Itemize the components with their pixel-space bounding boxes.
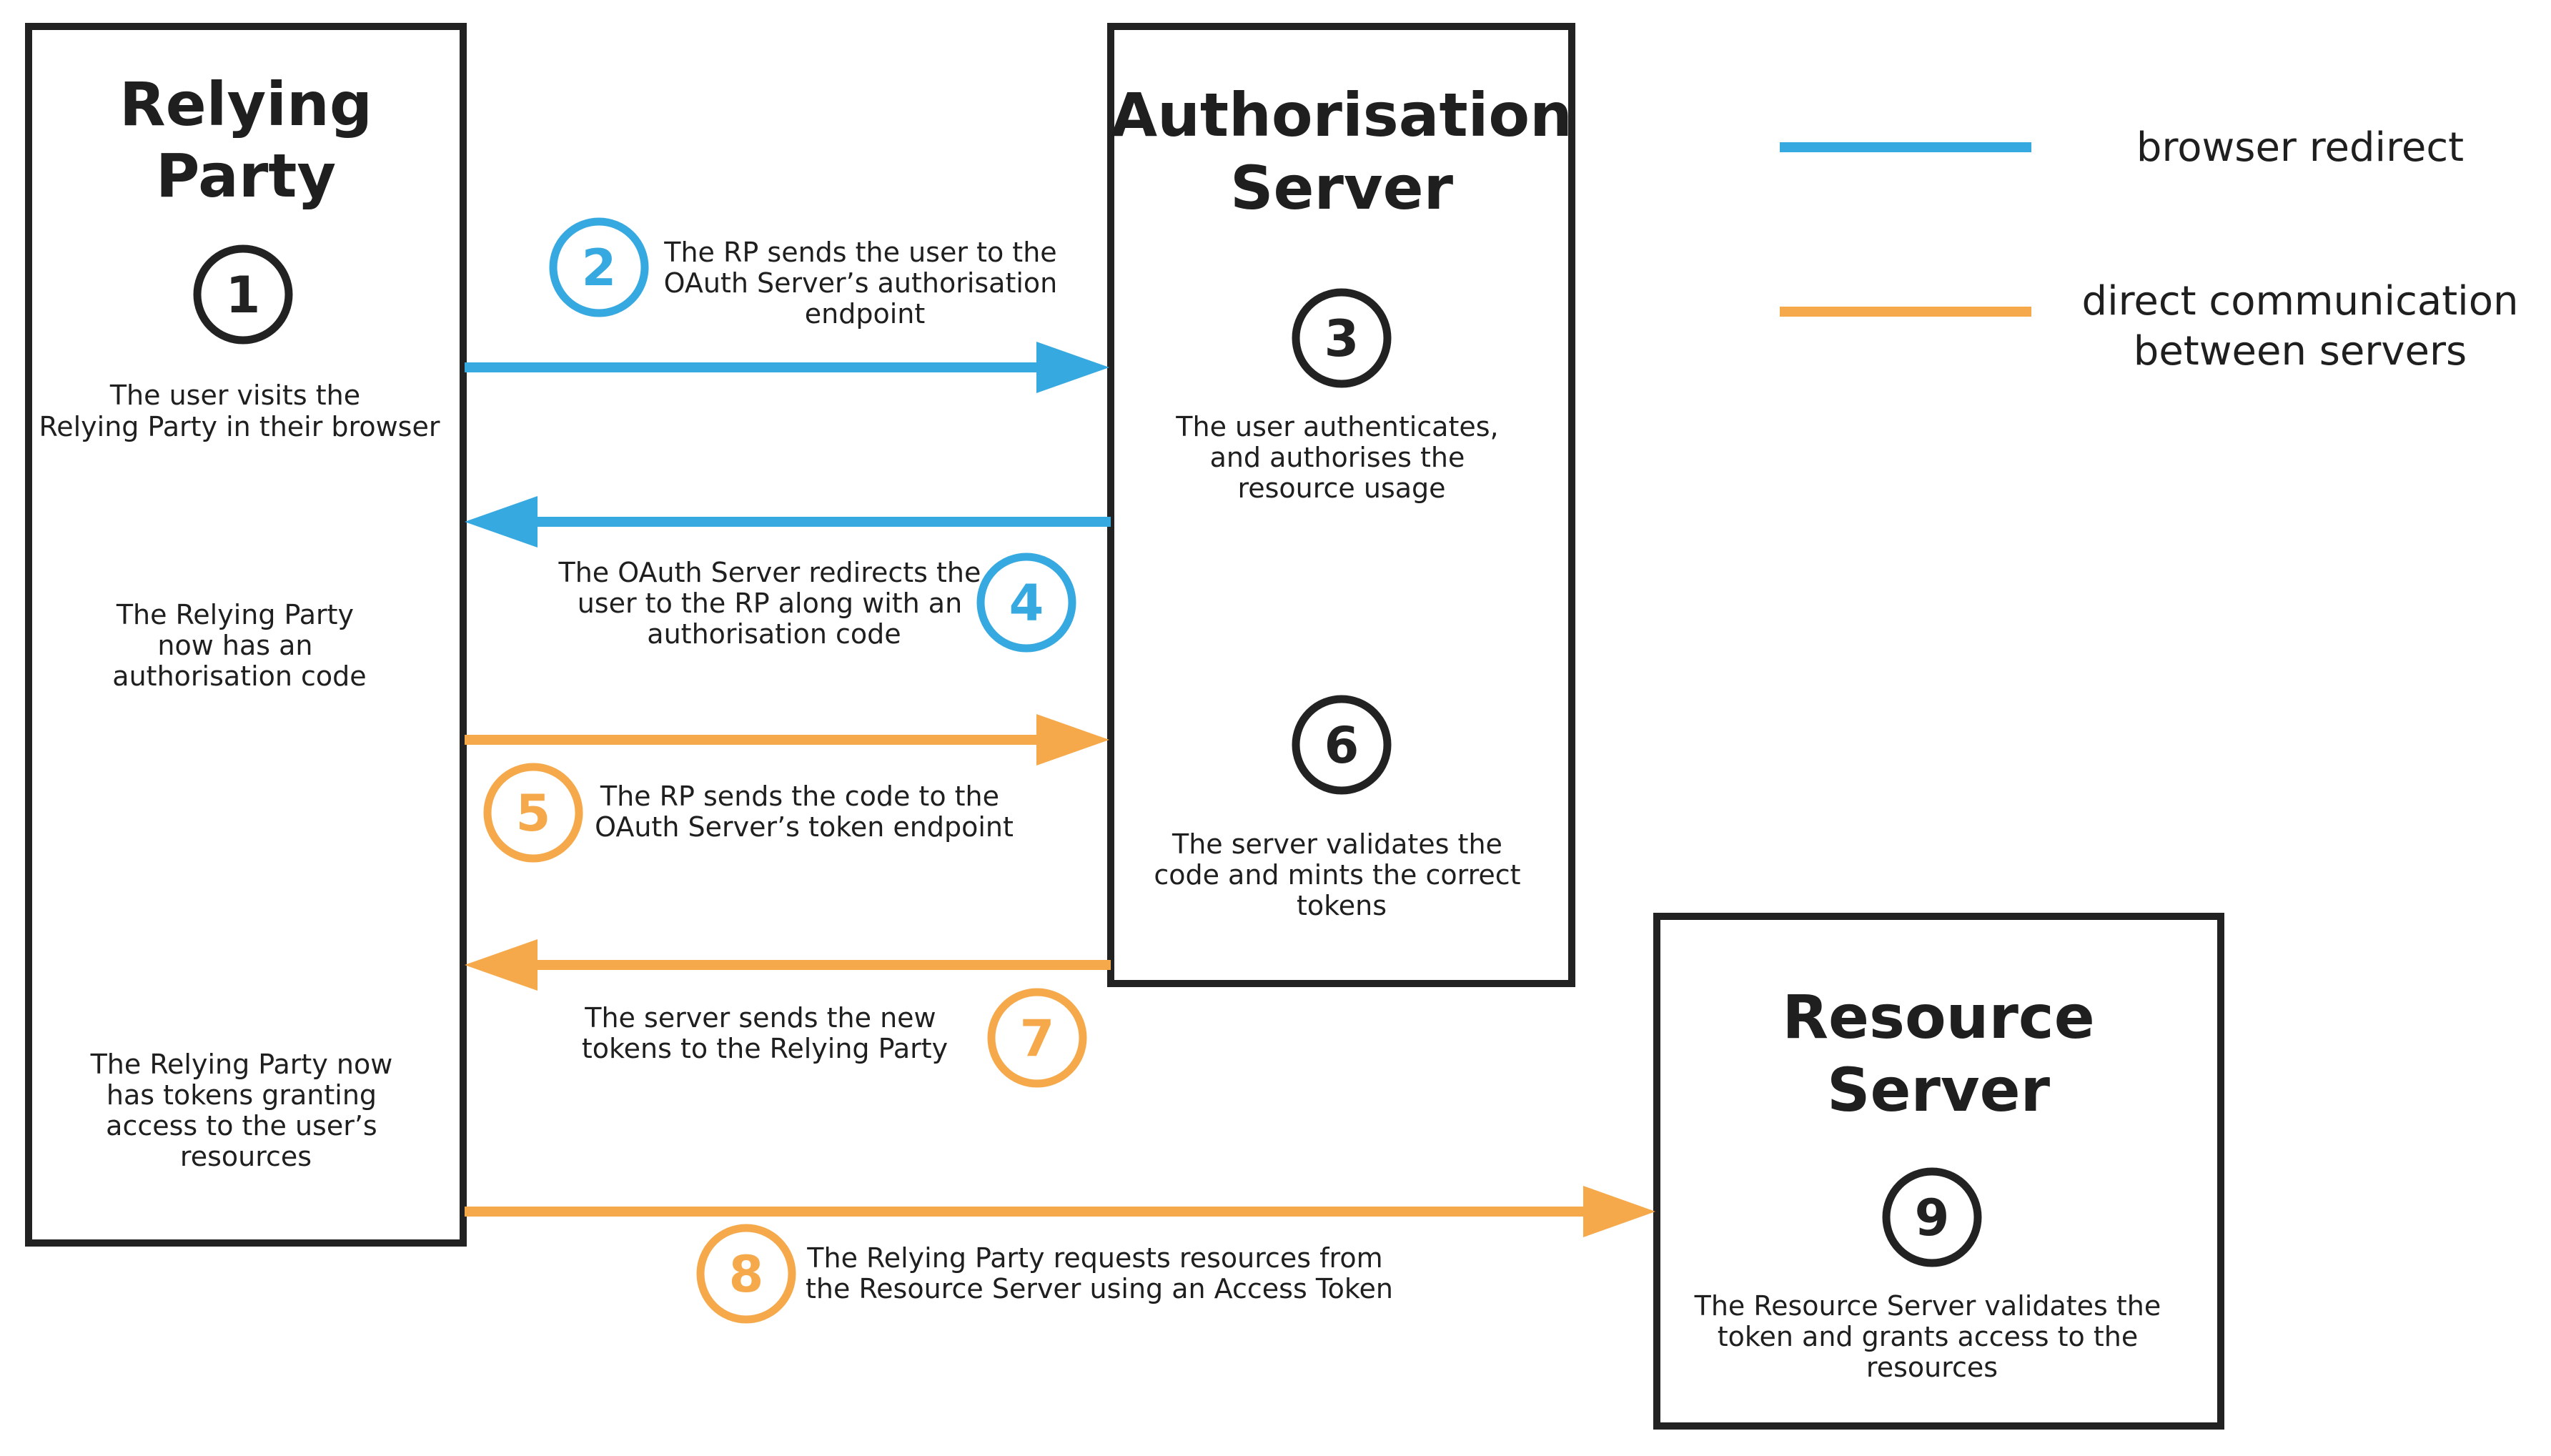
- svg-text:7: 7: [1020, 1009, 1055, 1068]
- step-4-badge: 4: [976, 553, 1076, 653]
- step-3-badge: 3: [1292, 288, 1392, 388]
- arrow-8-head: [1583, 1186, 1655, 1237]
- svg-text:8: 8: [729, 1245, 764, 1304]
- step-7-badge: 7: [987, 988, 1087, 1088]
- step-9-description: The Resource Server validates the token …: [1694, 1290, 2170, 1383]
- rp-authorisation-code-note: The Relying Party now has an authorisati…: [112, 599, 366, 692]
- legend-between-servers: between servers: [2134, 328, 2467, 375]
- svg-text:2: 2: [582, 239, 617, 297]
- relying-party-box: [25, 23, 467, 1247]
- step-9-badge: 9: [1882, 1167, 1982, 1267]
- authorisation-server-title-2: Server: [1230, 153, 1454, 223]
- svg-text:6: 6: [1324, 716, 1359, 775]
- resource-server-title-2: Server: [1827, 1055, 2051, 1125]
- step-1-description: The user visits the Relying Party in the…: [39, 380, 440, 442]
- arrow-7-head: [465, 939, 538, 991]
- step-5-badge: 5: [483, 763, 583, 863]
- step-2-description: The RP sends the user to the OAuth Serve…: [663, 237, 1066, 330]
- step-6-badge: 6: [1292, 695, 1392, 795]
- relying-party-title: Relying: [119, 69, 372, 139]
- step-2-badge: 2: [549, 217, 649, 317]
- step-3-description: The user authenticates, and authorises t…: [1175, 411, 1507, 504]
- step-8-description: The Relying Party requests resources fro…: [806, 1242, 1393, 1304]
- legend-direct-communication: direct communication: [2082, 278, 2519, 325]
- relying-party-title-2: Party: [156, 141, 336, 211]
- svg-text:5: 5: [516, 784, 551, 843]
- step-7-description: The server sends the new tokens to the R…: [582, 1002, 948, 1064]
- step-1-badge: 1: [193, 244, 293, 345]
- resource-server-title: Resource: [1782, 982, 2094, 1052]
- rp-tokens-note: The Relying Party now has tokens grantin…: [90, 1049, 402, 1172]
- authorisation-server-box: [1107, 23, 1575, 987]
- step-4-description: The OAuth Server redirects the user to t…: [558, 557, 990, 650]
- step-8-badge: 8: [696, 1224, 796, 1324]
- authorisation-server-title: Authorisation: [1111, 80, 1572, 150]
- arrow-5-head: [1036, 714, 1109, 766]
- svg-text:1: 1: [226, 266, 261, 325]
- svg-text:3: 3: [1324, 309, 1359, 368]
- svg-text:9: 9: [1915, 1189, 1950, 1247]
- step-6-description: The server validates the code and mints …: [1154, 828, 1529, 921]
- step-5-description: The RP sends the code to the OAuth Serve…: [595, 781, 1014, 843]
- arrow-4-head: [465, 496, 538, 548]
- legend-browser-redirect: browser redirect: [2136, 124, 2464, 171]
- arrow-2-head: [1036, 342, 1109, 393]
- svg-text:4: 4: [1009, 574, 1044, 633]
